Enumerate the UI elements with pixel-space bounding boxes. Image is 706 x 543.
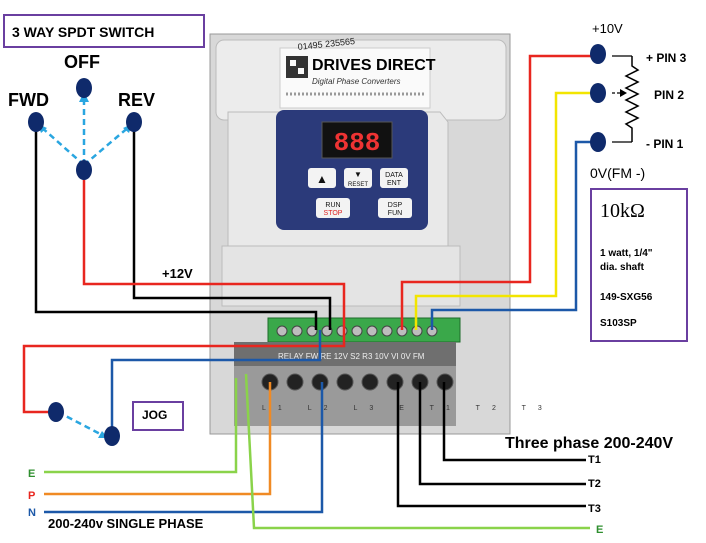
label-t2: T2 [588,478,601,490]
power-terminal-screw [286,373,304,391]
brand-name: DRIVES DIRECT [312,57,436,74]
node-off [76,78,92,98]
switch-title-box: 3 WAY SPDT SWITCH [3,14,205,48]
stop-button-label: STOP [324,210,343,217]
pot-spec-box: 10kΩ 1 watt, 1/4" dia. shaft 149-SXG56 S… [590,188,688,342]
label-input-n: N [28,507,36,519]
jog-label: JOG [142,408,168,422]
wire-input-n [44,382,324,514]
up-button-label: ▲ [316,172,328,186]
node-rev [126,112,142,132]
node-jog-b [104,426,120,446]
label-input-e: E [28,468,35,480]
jog-box: JOG [132,401,184,431]
spec-line2: dia. shaft [600,262,644,273]
wire-rev [132,122,332,330]
label-pin1: - PIN 1 [646,137,684,151]
wire-fwd [34,122,318,330]
control-terminal-screw [336,325,348,337]
potentiometer [612,55,640,143]
control-terminal-screws [276,325,438,337]
wire-input-p [44,382,272,496]
jog-arm [57,410,105,438]
spec-resistance: 10kΩ [600,200,645,222]
power-terminal-screw [361,373,379,391]
spec-line1: 1 watt, 1/4" [600,248,653,259]
control-terminal-screw [276,325,288,337]
control-terminal-screw [381,325,393,337]
down-button-label: ▼ [354,170,362,179]
label-input-p: P [28,490,35,502]
wire-t1 [442,382,586,462]
control-terminal-screw [291,325,303,337]
data-button-label: DATA [385,172,403,179]
label-0v: 0V(FM -) [590,165,645,181]
wire-10v [400,54,598,330]
control-terminal-screw [351,325,363,337]
run-button-label: RUN [325,202,340,209]
drives-direct-logo: DRIVES DIRECT Digital Phase Converters [286,56,436,96]
brand-tagline: Digital Phase Converters [312,77,400,86]
output-title: Three phase 200-240V [505,435,673,452]
node-common [76,160,92,180]
wire-jog-blue [110,330,322,436]
label-pin2: PIN 2 [654,88,684,102]
label-t3: T3 [588,503,601,515]
display-digits: 888 [334,128,381,158]
wire-jog-red [22,330,346,414]
input-title: 200-240v SINGLE PHASE [48,516,204,531]
label-fwd: FWD [8,90,49,110]
wire-input-e [44,378,238,474]
dsp-fun-button[interactable] [378,198,412,218]
switch-title: 3 WAY SPDT SWITCH [12,24,155,40]
node-fwd [28,112,44,132]
led-display [321,121,393,159]
label-off: OFF [64,52,100,72]
ent-button-label: ENT [387,180,402,187]
control-terminal-screw [366,325,378,337]
data-ent-button[interactable] [380,168,408,188]
node-jog-a [48,402,64,422]
run-stop-button[interactable] [316,198,350,218]
pot-resistor [624,56,640,142]
wire-output-e [244,373,590,530]
label-rev: REV [118,90,155,110]
spec-line4: S103SP [600,318,637,329]
dsp-button-label: DSP [388,202,403,209]
up-button[interactable] [308,168,336,188]
power-terminal-screw [386,373,404,391]
wire-t2 [418,382,586,486]
wire-t3 [396,382,586,508]
down-reset-button[interactable] [344,168,372,188]
node-pin2 [590,83,606,103]
power-terminal-labels: L1 L2 L3 E T1 T2 T3 [262,405,554,412]
switch-arm-rev [83,125,131,166]
node-pin3 [590,44,606,64]
power-terminal-screws [261,373,454,391]
wire-12v-common [82,170,346,330]
power-terminal-screw [336,373,354,391]
drive-unit: DRIVES DIRECT Digital Phase Converters 0… [209,33,554,435]
keypad-buttons: ▲ ▼ RESET DATA ENT RUN STOP DSP FUN [308,168,412,218]
spec-line3: 149-SXG56 [600,292,653,303]
connection-nodes [28,44,606,446]
wires [22,54,598,530]
label-output-e: E [596,524,603,536]
label-t1: T1 [588,454,601,466]
reset-button-label: RESET [348,182,368,188]
switch-arms [39,98,131,438]
node-pin1 [590,132,606,152]
label-10v: +10V [592,21,623,36]
control-terminal-labels: RELAY FW RE 12V S2 R3 10V VI 0V FM [278,352,425,361]
label-12v: +12V [162,266,193,281]
fun-button-label: FUN [388,210,402,217]
power-terminal-screw [311,373,329,391]
switch-arm-fwd [39,125,85,166]
wire-pin2 [414,91,598,330]
label-pin3: + PIN 3 [646,51,687,65]
wire-pin1 [430,140,598,330]
control-terminal-screw [306,325,318,337]
